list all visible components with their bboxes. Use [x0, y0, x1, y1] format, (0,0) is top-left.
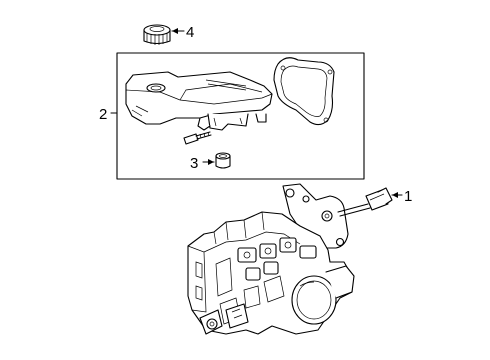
- callout-1-leader: [391, 192, 403, 198]
- reservoir-cap[interactable]: [143, 24, 171, 45]
- brake-fluid-reservoir[interactable]: [125, 71, 273, 131]
- callout-4-leader: [171, 28, 185, 34]
- reservoir-seal[interactable]: [273, 57, 335, 126]
- callout-4: 4: [186, 24, 194, 41]
- brake-booster-assembly[interactable]: [187, 183, 393, 335]
- grommet[interactable]: [215, 152, 231, 169]
- callout-3-leader: [202, 159, 215, 165]
- callout-3: 3: [190, 155, 198, 172]
- callout-2: 2: [99, 106, 107, 123]
- reservoir-assembly-box: [116, 52, 365, 180]
- callout-1: 1: [404, 188, 412, 205]
- mounting-screw[interactable]: [183, 131, 212, 145]
